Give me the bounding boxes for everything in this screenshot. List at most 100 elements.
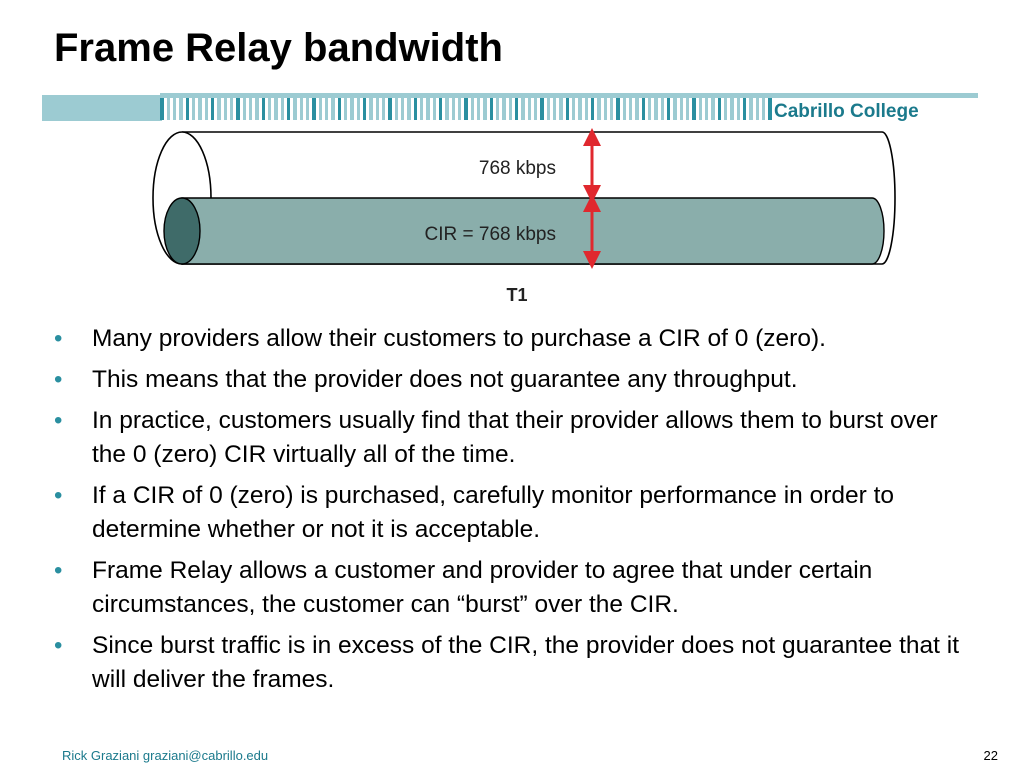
header-band-stripe — [762, 98, 765, 120]
header-band-stripe — [756, 98, 759, 120]
bullet-text: Since burst traffic is in excess of the … — [92, 632, 960, 693]
outer-bandwidth-label: 768 kbps — [479, 158, 556, 179]
header-band-stripe — [420, 98, 423, 120]
bullet-text: If a CIR of 0 (zero) is purchased, caref… — [92, 482, 895, 543]
header-band-stripe — [768, 98, 772, 120]
inner-pipe-end — [163, 197, 201, 265]
slide-title: Frame Relay bandwidth — [54, 26, 503, 70]
header-band-stripe — [604, 98, 607, 120]
header-band-stripe — [749, 98, 753, 120]
header-band-stripe — [357, 98, 360, 120]
header-band-stripe — [268, 98, 271, 120]
bullet-item: •Many providers allow their customers to… — [54, 322, 974, 356]
header-band-stripe — [724, 98, 727, 120]
bullet-item: • Since burst traffic is in excess of the… — [54, 629, 974, 697]
header-band-stripe — [654, 98, 658, 120]
header-band-stripe — [179, 98, 183, 120]
header-band-stripe — [439, 98, 442, 120]
header-band-stripe — [331, 98, 335, 120]
header-band-stripe — [578, 98, 582, 120]
header-band-stripe — [680, 98, 683, 120]
header-band-stripe — [547, 98, 550, 120]
bullet-item: • Frame Relay allows a customer and provi… — [54, 554, 974, 622]
header-band-stripe — [388, 98, 392, 120]
header-band-stripe — [686, 98, 689, 120]
header-band-stripe — [597, 98, 601, 120]
header-band-stripe — [477, 98, 480, 120]
bullet-text: This means that the provider does not gu… — [92, 366, 798, 393]
header-band-stripe — [528, 98, 531, 120]
header-band-stripe — [243, 98, 246, 120]
header-band-stripe — [274, 98, 278, 120]
header-band-stripe — [433, 98, 436, 120]
header-band-stripe — [407, 98, 411, 120]
header-band-stripe — [585, 98, 588, 120]
header-band-stripe — [730, 98, 734, 120]
header-band-stripe — [515, 98, 518, 120]
header-band-stripe — [395, 98, 398, 120]
header-band-stripe — [458, 98, 461, 120]
header-band-stripe — [718, 98, 721, 120]
bullet-text: Frame Relay allows a customer and provid… — [92, 557, 873, 618]
bullet-dot-icon: • — [54, 632, 63, 659]
header-band-stripe — [572, 98, 575, 120]
header-band-stripe — [483, 98, 487, 120]
header-band-stripe — [623, 98, 626, 120]
header-band-stripe — [293, 98, 297, 120]
header-band-stripe — [737, 98, 740, 120]
header-band-stripe — [205, 98, 208, 120]
footer-author: Rick Graziani graziani@cabrillo.edu — [62, 748, 269, 763]
header-band-stripe — [262, 98, 265, 120]
header-band-stripe — [635, 98, 639, 120]
bullet-item: • If a CIR of 0 (zero) is purchased, care… — [54, 479, 974, 547]
header-band-stripe — [344, 98, 347, 120]
cir-label: CIR = 768 kbps — [425, 224, 557, 245]
header-band-stripe — [452, 98, 455, 120]
bullet-dot-icon: • — [54, 407, 63, 434]
header-band-stripe — [711, 98, 715, 120]
header-band-stripe — [198, 98, 202, 120]
header-band-stripe — [705, 98, 708, 120]
header-band-stripe — [616, 98, 620, 120]
header-band-stripe — [464, 98, 468, 120]
header-band-stripe — [661, 98, 664, 120]
header-band-stripe — [692, 98, 696, 120]
header-band-stripe — [426, 98, 430, 120]
header-band-stripe — [445, 98, 449, 120]
bullet-dot-icon: • — [54, 482, 63, 509]
line-type-label: T1 — [506, 285, 527, 305]
header-band-stripe — [312, 98, 316, 120]
header-band-stripe — [376, 98, 379, 120]
header-band-stripe — [566, 98, 569, 120]
header-band-stripe — [306, 98, 309, 120]
header-band-stripe — [173, 98, 176, 120]
header-band-top-line — [160, 93, 978, 98]
header-band-stripe — [281, 98, 284, 120]
header-band-stripe — [591, 98, 594, 120]
header-band-stripes — [160, 98, 772, 120]
bullet-text: In practice, customers usually find that… — [92, 407, 938, 468]
header-band-stripe — [401, 98, 404, 120]
header-band-stripe — [300, 98, 303, 120]
header-band-stripe — [350, 98, 354, 120]
header-band-stripe — [325, 98, 328, 120]
header-band-stripe — [743, 98, 746, 120]
header-band-stripe — [610, 98, 613, 120]
bullet-dot-icon: • — [54, 557, 63, 584]
header-band-stripe — [629, 98, 632, 120]
header-band-stripe — [509, 98, 512, 120]
header-band-stripe — [502, 98, 506, 120]
header-band-stripe — [192, 98, 195, 120]
header-band-stripe — [338, 98, 341, 120]
header-band — [42, 93, 978, 121]
inner-pipe-body — [181, 197, 885, 265]
header-band-stripe — [414, 98, 417, 120]
header-band-stripe — [699, 98, 702, 120]
header-band-stripe — [319, 98, 322, 120]
header-band-stripe — [249, 98, 252, 120]
page-number: 22 — [983, 748, 998, 763]
header-band-stripe — [534, 98, 537, 120]
header-band-stripe — [236, 98, 240, 120]
header-band-stripe — [648, 98, 651, 120]
bullet-item: • In practice, customers usually find tha… — [54, 404, 974, 472]
